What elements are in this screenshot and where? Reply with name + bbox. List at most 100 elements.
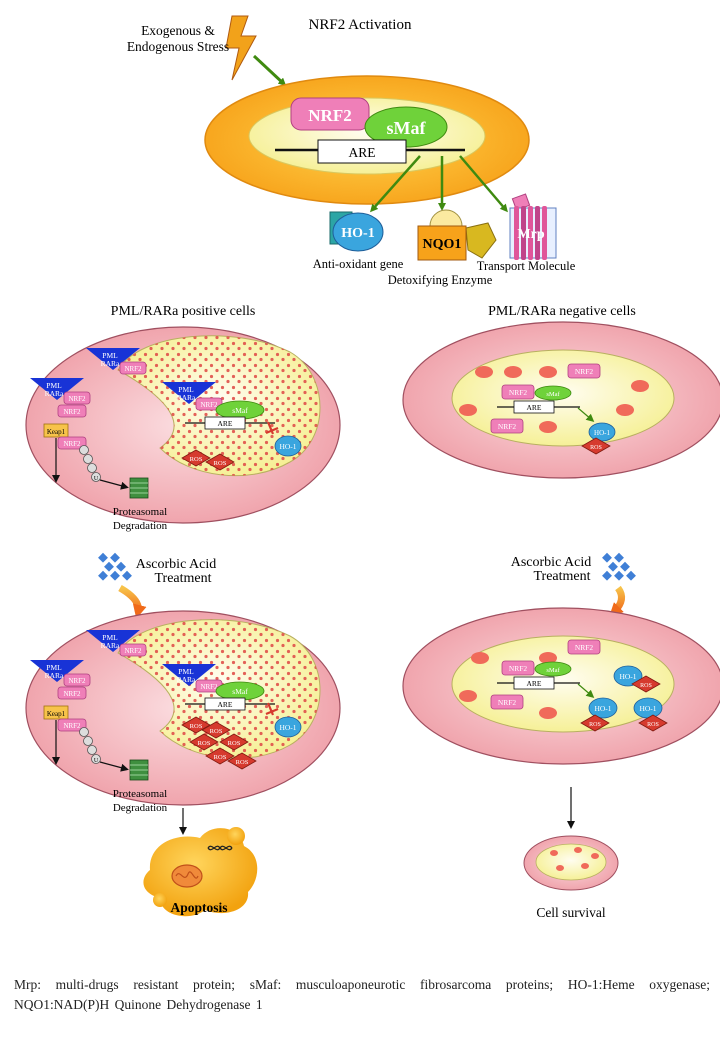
svg-text:sMaf: sMaf	[546, 667, 560, 674]
treatment-label-line2: Treatment	[154, 571, 211, 586]
svg-text:ROS: ROS	[214, 754, 227, 761]
svg-text:RARa: RARa	[101, 641, 120, 650]
ros-molecule: ROS	[638, 714, 668, 732]
positive-title: PML/RARa positive cells	[111, 304, 256, 319]
label-transport: Transport Molecule	[477, 259, 576, 273]
nrf2-protein: NRF2	[290, 97, 370, 131]
ros-cluster	[459, 366, 649, 433]
svg-text:ARE: ARE	[527, 403, 542, 412]
svg-text:NRF2: NRF2	[124, 365, 142, 373]
smaf-protein: sMaf	[364, 106, 448, 148]
svg-text:ROS: ROS	[590, 445, 602, 451]
svg-text:NRF2: NRF2	[63, 408, 81, 416]
svg-text:NRF2: NRF2	[498, 422, 517, 431]
ho1-enzyme: HO-1	[633, 697, 663, 719]
ros-cluster	[459, 652, 557, 719]
pml-rara-complex: PML RARa NRF2	[30, 660, 91, 687]
arrow-to-ho1	[370, 155, 421, 213]
ros-molecule: ROS	[227, 752, 257, 770]
ascorbic-acid-icon	[602, 552, 636, 581]
nrf2-protein: NRF2	[567, 639, 601, 655]
ros-molecule: ROS	[205, 747, 235, 765]
lightning-icon	[225, 15, 257, 81]
proteasomal-label-line1: Proteasomal	[113, 788, 167, 800]
stress-label-line2: Endogenous Stress	[127, 39, 229, 54]
nrf2-protein: NRF2	[57, 718, 87, 732]
svg-text:RARa: RARa	[177, 393, 196, 402]
svg-text:HO-1: HO-1	[279, 442, 296, 451]
svg-text:sMaf: sMaf	[546, 391, 560, 398]
svg-text:PML: PML	[102, 633, 118, 642]
label-antioxidant: Anti-oxidant gene	[313, 257, 404, 271]
negative-cell: NRF2 NRF2 NRF2 sMaf ARE HO-1 ROS	[402, 321, 720, 479]
inhibition-mark	[265, 702, 279, 716]
svg-text:NRF2: NRF2	[575, 367, 594, 376]
are-box: ARE	[317, 139, 407, 164]
ros-molecule: ROS	[219, 733, 249, 751]
ros-molecule: ROS	[631, 675, 661, 693]
svg-text:NRF2: NRF2	[498, 698, 517, 707]
nrf2-protein: NRF2	[490, 418, 524, 434]
treatment-label-line1: Ascorbic Acid	[136, 557, 216, 572]
dna-icon	[207, 845, 233, 851]
nrf2-protein: NRF2	[57, 404, 87, 418]
svg-text:PML: PML	[178, 667, 194, 676]
inhibition-mark	[265, 421, 279, 435]
svg-text:NRF2: NRF2	[200, 683, 218, 691]
footnote: Mrp: multi-drugs resistant protein; sMaf…	[14, 977, 710, 1012]
ho1-enzyme: HO-1	[588, 697, 618, 719]
pml-rara-complex: PML RARa NRF2	[86, 630, 147, 657]
ros-molecule: ROS	[581, 437, 611, 455]
svg-text:NRF2: NRF2	[68, 395, 86, 403]
ascorbic-acid-icon	[98, 552, 132, 581]
svg-text:HO-1: HO-1	[279, 723, 296, 732]
svg-text:ROS: ROS	[647, 722, 659, 728]
treatment-arrow	[118, 584, 147, 619]
smaf-protein: sMaf	[215, 681, 265, 701]
treatment-arrow	[609, 585, 625, 617]
svg-text:ARE: ARE	[218, 700, 233, 709]
svg-text:U: U	[94, 758, 99, 764]
svg-text:NRF2: NRF2	[63, 690, 81, 698]
proteasomal-label-line2: Degradation	[113, 802, 168, 814]
ubiquitin-chain: U	[79, 727, 101, 764]
smaf-protein: sMaf	[534, 661, 572, 677]
svg-text:Keap1: Keap1	[47, 428, 66, 436]
svg-text:NRF2: NRF2	[63, 440, 81, 448]
svg-text:sMaf: sMaf	[232, 687, 248, 696]
svg-text:NRF2: NRF2	[124, 647, 142, 655]
ho1-enzyme: HO-1	[613, 665, 643, 687]
arrow-to-mrp	[459, 155, 508, 213]
stress-label-line1: Exogenous &	[141, 23, 215, 38]
svg-text:ROS: ROS	[236, 759, 249, 766]
pml-rara-complex: PML RARa NRF2	[162, 664, 223, 693]
svg-text:ROS: ROS	[210, 728, 223, 735]
svg-text:NRF2: NRF2	[308, 106, 351, 125]
positive-cell: PML RARa NRF2 PML RARa NRF2 PML RARa NRF…	[25, 326, 341, 524]
keap1-protein: Keap1	[43, 423, 69, 438]
svg-text:ROS: ROS	[190, 456, 203, 463]
keap1-protein: Keap1	[43, 705, 69, 720]
smaf-protein: sMaf	[215, 400, 265, 420]
apoptosis-label: Apoptosis	[170, 900, 227, 915]
svg-text:ROS: ROS	[190, 723, 203, 730]
ros-molecule: ROS	[201, 721, 231, 739]
nrf2-protein: NRF2	[57, 436, 87, 450]
svg-text:NRF2: NRF2	[575, 643, 594, 652]
svg-text:HO-1: HO-1	[594, 429, 610, 437]
ho1-enzyme: HO-1	[274, 716, 302, 738]
pml-rara-complex: PML RARa NRF2	[86, 348, 147, 375]
pml-rara-complex: PML RARa NRF2	[30, 378, 91, 405]
are-box: ARE	[204, 697, 246, 711]
svg-text:ARE: ARE	[349, 145, 376, 160]
svg-text:PML: PML	[178, 385, 194, 394]
svg-text:NQO1: NQO1	[423, 237, 462, 252]
ros-molecule: ROS	[189, 733, 219, 751]
ho1-enzyme: HO-1	[588, 422, 616, 442]
proteasomal-label-line1: Proteasomal	[113, 506, 167, 518]
negative-title: PML/RARa negative cells	[488, 304, 636, 319]
pml-rara-complex: PML RARa NRF2	[162, 382, 223, 411]
svg-text:ARE: ARE	[527, 679, 542, 688]
svg-text:NRF2: NRF2	[63, 722, 81, 730]
treatment-label-line2: Treatment	[533, 569, 590, 584]
